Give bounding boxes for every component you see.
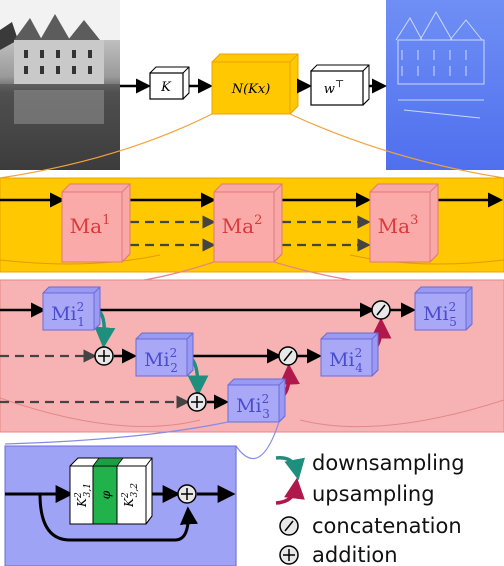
- micro-3-sub: 3: [262, 407, 270, 421]
- concatenation-node-1: [278, 346, 298, 366]
- macro-1-base: Ma: [70, 214, 102, 238]
- network-operator-arg: (Kx): [243, 82, 270, 97]
- addition-node-2: [187, 392, 207, 412]
- micro-4-sub: 4: [355, 361, 363, 375]
- kernel-block: K23,1 φ K23,2: [69, 457, 153, 525]
- legend: downsampling upsampling concatenation ad…: [275, 451, 465, 566]
- kernel-mid-label: φ: [99, 490, 113, 499]
- micro-4-base: Mi: [329, 349, 355, 371]
- legend-addition-label: addition: [312, 543, 398, 566]
- w-operator-label: w: [324, 82, 335, 97]
- network-operator-box: N(Kx): [211, 53, 299, 115]
- legend-upsampling-label: upsampling: [312, 482, 435, 506]
- macro-block-2: Ma2: [213, 183, 283, 263]
- legend-concatenation-label: concatenation: [312, 514, 462, 538]
- micro-2-sup: 2: [170, 346, 178, 360]
- micro-4-sup: 2: [355, 346, 363, 360]
- detail-addition-node: [177, 484, 197, 504]
- kernel-left-sup: 2: [74, 492, 84, 499]
- legend-downsampling-label: downsampling: [312, 451, 465, 475]
- concatenation-node-2: [371, 300, 391, 320]
- network-operator-name: N: [231, 82, 244, 97]
- k-operator-box: K: [149, 66, 190, 100]
- micro-5-base: Mi: [423, 303, 449, 325]
- macro-2-sup: 2: [254, 213, 262, 228]
- macro-block-3: Ma3: [369, 183, 439, 263]
- svg-text:Ma1: Ma1: [70, 213, 111, 238]
- micro-2-base: Mi: [144, 349, 170, 371]
- svg-text:K23,1: K23,1: [74, 483, 93, 508]
- svg-text:Ma3: Ma3: [378, 213, 419, 238]
- micro-3-base: Mi: [236, 395, 262, 417]
- legend-addition: addition: [279, 543, 398, 566]
- micro-1-sup: 2: [77, 300, 85, 314]
- svg-text:w⊤: w⊤: [324, 79, 345, 97]
- legend-concatenation: concatenation: [279, 514, 462, 538]
- kernel-left-base: K: [75, 497, 89, 508]
- output-image: [386, 0, 504, 170]
- micro-1-base: Mi: [51, 303, 77, 325]
- kernel-right-sub: 3,2: [130, 483, 140, 498]
- micro-1-sub: 1: [77, 315, 85, 329]
- svg-text:Ma2: Ma2: [222, 213, 263, 238]
- addition-node-1: [94, 346, 114, 366]
- macro-2-base: Ma: [222, 214, 254, 238]
- micro-5-sub: 5: [449, 315, 457, 329]
- macro-zoom-links: [0, 113, 504, 179]
- kernel-left-sub: 3,1: [83, 483, 93, 497]
- kernel-right-sup: 2: [121, 492, 131, 499]
- macro-1-sup: 1: [102, 213, 110, 228]
- legend-upsampling: upsampling: [275, 477, 435, 506]
- micro-3-sup: 2: [262, 392, 270, 406]
- svg-text:N(Kx): N(Kx): [231, 82, 271, 97]
- macro-3-base: Ma: [378, 214, 410, 238]
- micro-5-sup: 2: [449, 300, 457, 314]
- svg-text:K23,2: K23,2: [121, 483, 140, 508]
- legend-downsampling: downsampling: [275, 451, 465, 481]
- w-operator-sup: ⊤: [335, 79, 344, 90]
- macro-block-1: Ma1: [61, 183, 131, 263]
- k-operator-label: K: [160, 80, 172, 95]
- kernel-right-base: K: [122, 497, 136, 508]
- input-image: [0, 0, 120, 170]
- w-operator-box: w⊤: [310, 64, 370, 106]
- macro-3-sup: 3: [410, 213, 418, 228]
- micro-2-sub: 2: [170, 361, 178, 375]
